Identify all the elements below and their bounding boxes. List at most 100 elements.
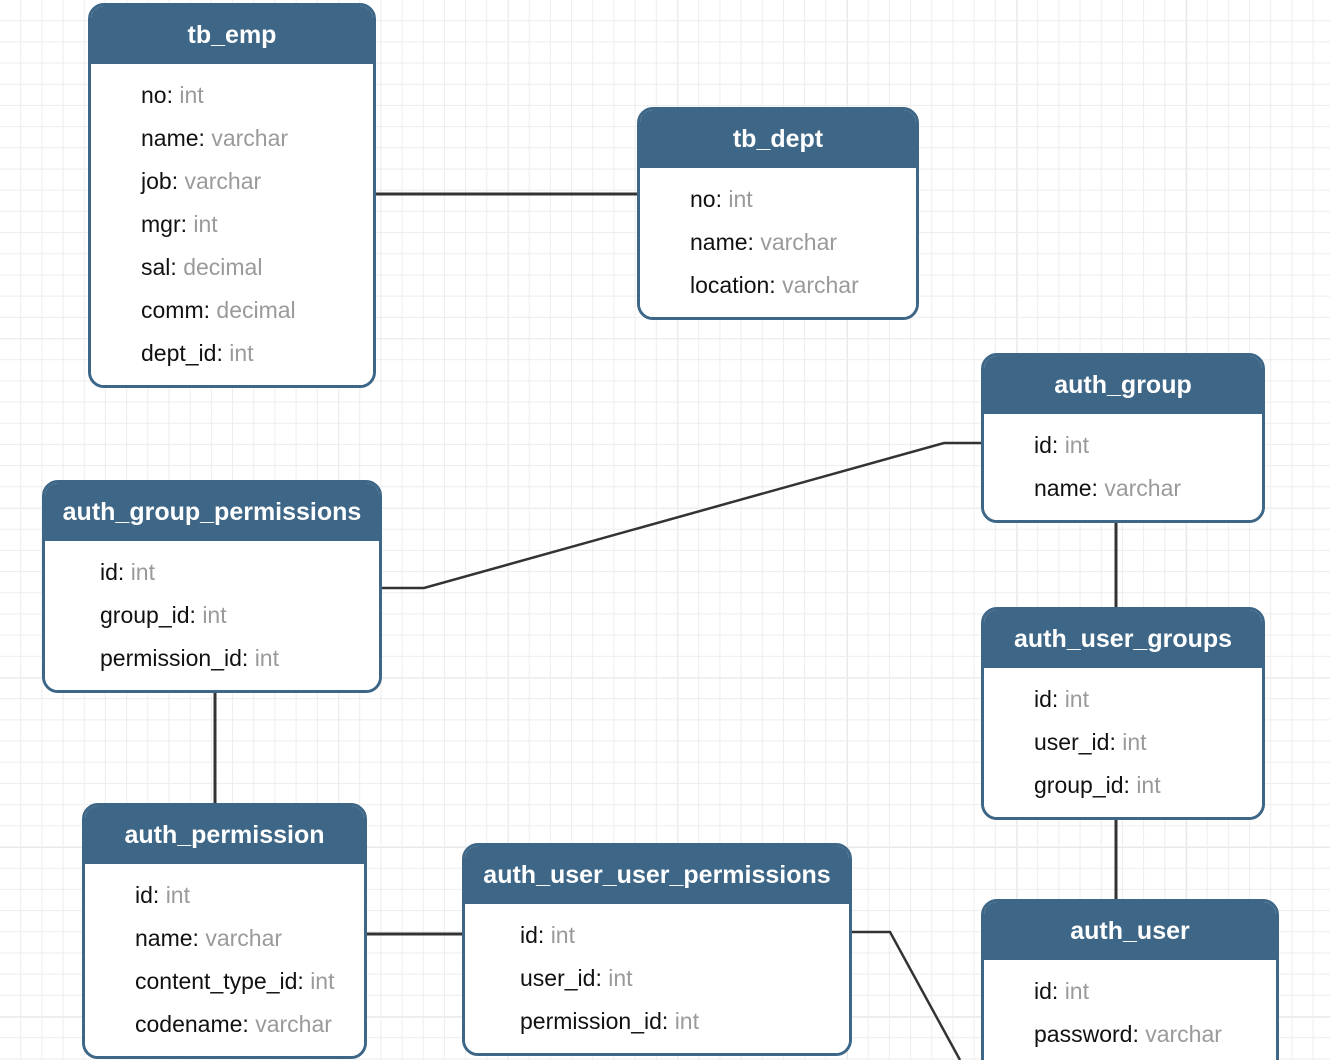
entity-title-auth_permission: auth_permission (85, 806, 364, 864)
field-type: int (193, 211, 218, 237)
entity-auth_user_groups[interactable]: auth_user_groups id: int user_id: int gr… (981, 607, 1265, 820)
entity-fields-auth_user_user_permissions: id: int user_id: int permission_id: int (465, 904, 849, 1053)
entity-auth_user[interactable]: auth_user id: int password: varchar last… (981, 899, 1279, 1060)
field-row: dept_id: int (91, 332, 373, 375)
field-separator: : (192, 925, 206, 951)
entity-auth_group_permissions[interactable]: auth_group_permissions id: int group_id:… (42, 480, 382, 693)
entity-title-auth_user_user_permissions: auth_user_user_permissions (465, 846, 849, 904)
field-separator: : (1132, 1021, 1146, 1047)
field-name: no (141, 82, 167, 108)
field-separator: : (203, 297, 217, 323)
field-separator: : (171, 168, 185, 194)
field-separator: : (242, 1011, 256, 1037)
field-row: group_id: int (45, 594, 379, 637)
field-row: group_id: int (984, 764, 1262, 807)
field-name: user_id (520, 965, 596, 991)
field-type: varchar (255, 1011, 332, 1037)
field-type: decimal (216, 297, 296, 323)
field-name: name (141, 125, 199, 151)
field-name: codename (135, 1011, 243, 1037)
field-type: decimal (183, 254, 263, 280)
field-row: job: varchar (91, 160, 373, 203)
entity-tb_dept[interactable]: tb_dept no: int name: varchar location: … (637, 107, 919, 320)
entity-fields-tb_dept: no: int name: varchar location: varchar (640, 168, 916, 317)
field-type: varchar (205, 925, 283, 951)
field-row: comm: decimal (91, 289, 373, 332)
field-type: int (165, 882, 190, 908)
field-row: last_login: datetime (984, 1056, 1276, 1060)
field-separator: : (1051, 432, 1065, 458)
field-row: mgr: int (91, 203, 373, 246)
field-row: id: int (984, 678, 1262, 721)
entity-fields-auth_user: id: int password: varchar last_login: da… (984, 960, 1276, 1060)
entity-auth_permission[interactable]: auth_permission id: int name: varchar co… (82, 803, 367, 1059)
field-type: varchar (184, 168, 262, 194)
field-type: int (179, 82, 204, 108)
field-row: codename: varchar (85, 1003, 364, 1046)
field-separator: : (241, 645, 255, 671)
field-name: permission_id (520, 1008, 662, 1034)
field-name: location (690, 272, 770, 298)
field-separator: : (661, 1008, 675, 1034)
field-name: id (1034, 686, 1052, 712)
field-name: name (1034, 475, 1092, 501)
field-type: int (310, 968, 335, 994)
field-separator: : (1051, 978, 1065, 1004)
field-name: comm (141, 297, 204, 323)
field-name: user_id (1034, 729, 1110, 755)
field-name: id (1034, 978, 1052, 1004)
field-separator: : (1091, 475, 1105, 501)
field-row: id: int (465, 914, 849, 957)
entity-title-tb_dept: tb_dept (640, 110, 916, 168)
entity-fields-auth_group_permissions: id: int group_id: int permission_id: int (45, 541, 379, 690)
field-row: id: int (85, 874, 364, 917)
field-name: id (135, 882, 153, 908)
entity-title-tb_emp: tb_emp (91, 6, 373, 64)
field-row: no: int (91, 74, 373, 117)
field-name: content_type_id (135, 968, 298, 994)
field-separator: : (170, 254, 184, 280)
field-name: name (135, 925, 193, 951)
entity-auth_group[interactable]: auth_group id: int name: varchar (981, 353, 1265, 523)
field-name: name (690, 229, 748, 255)
field-separator: : (180, 211, 194, 237)
field-row: no: int (640, 178, 916, 221)
field-row: user_id: int (465, 957, 849, 1000)
field-row: permission_id: int (465, 1000, 849, 1043)
field-row: password: varchar (984, 1013, 1276, 1056)
field-type: int (130, 559, 155, 585)
field-type: int (728, 186, 753, 212)
field-separator: : (595, 965, 609, 991)
field-name: group_id (1034, 772, 1124, 798)
field-name: sal (141, 254, 171, 280)
entity-auth_user_user_permissions[interactable]: auth_user_user_permissions id: int user_… (462, 843, 852, 1056)
field-separator: : (216, 340, 230, 366)
entity-fields-auth_permission: id: int name: varchar content_type_id: i… (85, 864, 364, 1056)
entity-title-auth_group: auth_group (984, 356, 1262, 414)
field-row: name: varchar (85, 917, 364, 960)
field-name: id (100, 559, 118, 585)
field-type: int (674, 1008, 699, 1034)
entity-fields-tb_emp: no: int name: varchar job: varchar mgr: … (91, 64, 373, 385)
field-type: int (1122, 729, 1147, 755)
field-separator: : (769, 272, 783, 298)
field-row: name: varchar (984, 467, 1262, 510)
entity-tb_emp[interactable]: tb_emp no: int name: varchar job: varcha… (88, 3, 376, 388)
field-row: name: varchar (640, 221, 916, 264)
field-type: int (1136, 772, 1161, 798)
field-type: varchar (1145, 1021, 1222, 1047)
field-row: permission_id: int (45, 637, 379, 680)
field-name: id (1034, 432, 1052, 458)
entity-title-auth_user: auth_user (984, 902, 1276, 960)
field-separator: : (297, 968, 311, 994)
field-type: int (1064, 432, 1089, 458)
field-name: group_id (100, 602, 190, 628)
field-separator: : (166, 82, 180, 108)
field-row: location: varchar (640, 264, 916, 307)
field-name: password (1034, 1021, 1133, 1047)
field-separator: : (1051, 686, 1065, 712)
field-row: id: int (984, 970, 1276, 1013)
field-name: no (690, 186, 716, 212)
field-separator: : (747, 229, 761, 255)
